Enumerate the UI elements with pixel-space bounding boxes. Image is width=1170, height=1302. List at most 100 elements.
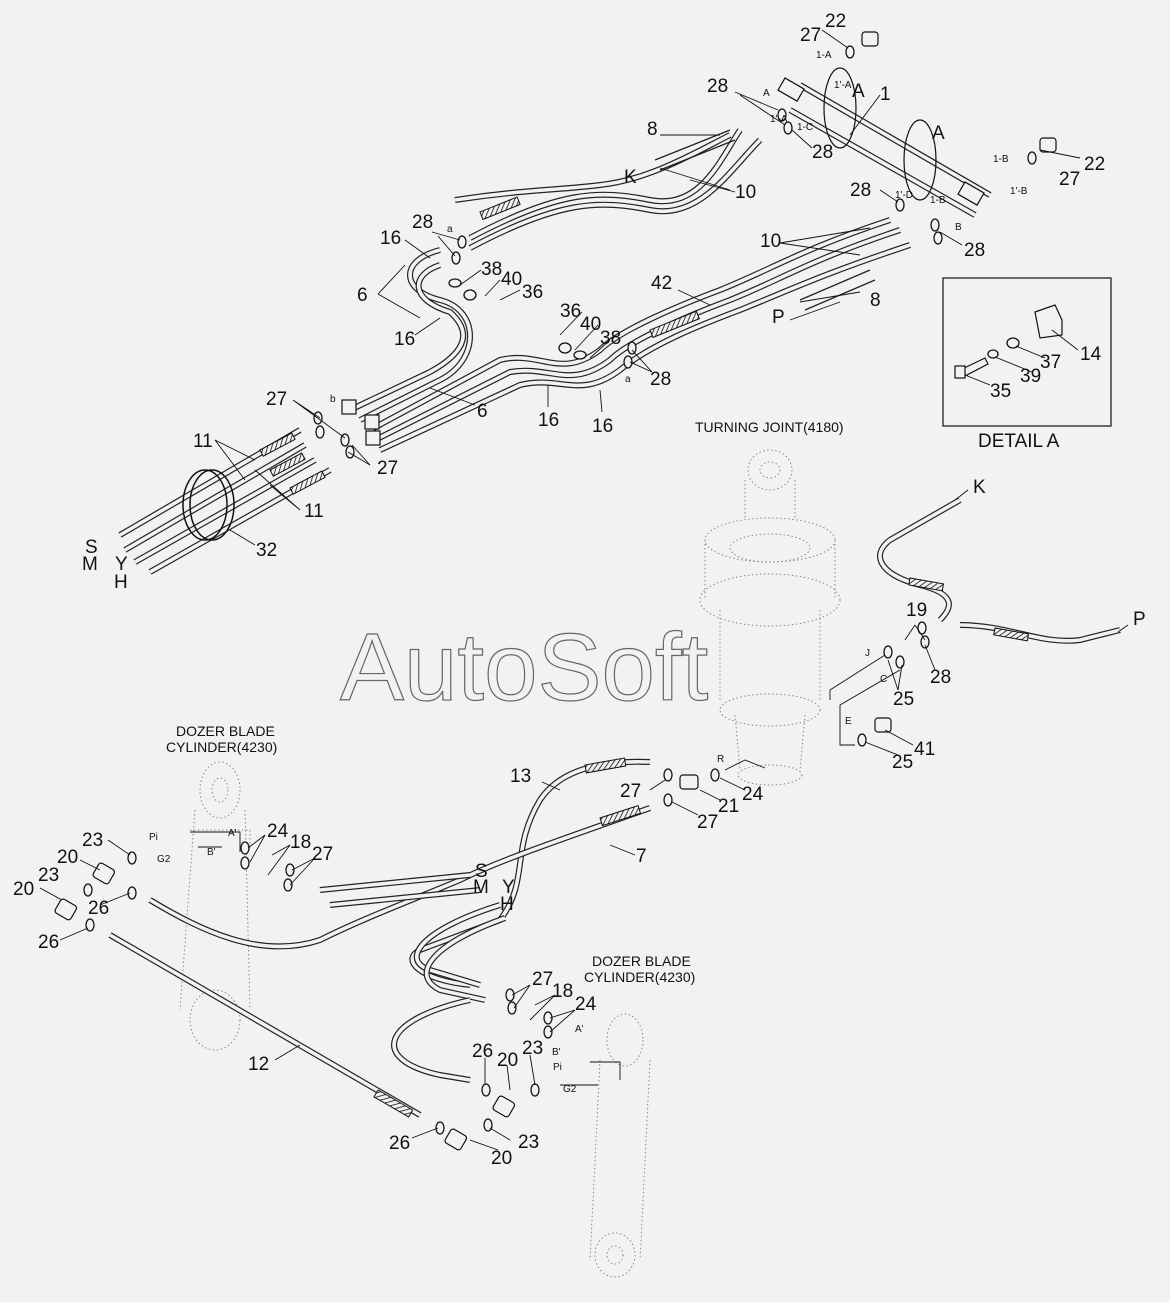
callout-39: 39 xyxy=(1020,366,1041,387)
callout-24-a: 24 xyxy=(742,784,764,805)
callout-27-b: 27 xyxy=(377,458,398,479)
callout-27-f: 27 xyxy=(532,969,553,990)
callout-20-b: 20 xyxy=(13,879,34,900)
leader-lines xyxy=(39,29,1129,1151)
mark-a-lower-upper: a xyxy=(447,224,453,235)
callout-20-d: 20 xyxy=(491,1148,512,1169)
callout-24-c: 24 xyxy=(575,994,597,1015)
callout-42: 42 xyxy=(651,273,672,294)
callout-24-b: 24 xyxy=(267,821,289,842)
callout-22-top: 22 xyxy=(825,11,846,32)
port-label-h-lower: H xyxy=(500,894,514,915)
turning-joint-outline xyxy=(699,449,841,786)
callout-23-a: 23 xyxy=(82,830,103,851)
port-label-p-lower: P xyxy=(1133,609,1146,630)
callout-27-e: 27 xyxy=(312,844,333,865)
callout-11-b: 11 xyxy=(304,501,324,522)
callout-28-a: 28 xyxy=(707,76,728,97)
mark-e: E xyxy=(845,716,852,727)
port-label-y: Y xyxy=(115,554,128,575)
callout-10-right: 10 xyxy=(760,231,781,252)
callout-28-g: 28 xyxy=(930,667,951,688)
callout-26-c: 26 xyxy=(472,1041,493,1062)
callout-12: 12 xyxy=(248,1054,269,1075)
callout-20-c: 20 xyxy=(497,1050,518,1071)
mark-b-prime-top: B' xyxy=(207,847,216,858)
callout-41: 41 xyxy=(914,739,935,760)
callout-38-a: 38 xyxy=(481,259,502,280)
callout-28-f: 28 xyxy=(650,369,671,390)
dozer-cylinder-caption-bottom-2: CYLINDER(4230) xyxy=(584,969,695,985)
part-number-callouts: 22 27 28 1 8 28 22 27 10 28 28 16 10 28 … xyxy=(13,11,1105,1169)
callout-28-e: 28 xyxy=(964,240,985,261)
callout-18-a: 18 xyxy=(290,832,311,853)
port-label-h: H xyxy=(114,572,128,593)
mark-b-prime-bottom: B' xyxy=(552,1047,561,1058)
callout-27-right: 27 xyxy=(1059,169,1080,190)
callout-40-a: 40 xyxy=(501,269,522,290)
port-label-p-upper: P xyxy=(772,307,785,328)
mark-a-prime-bottom: A' xyxy=(575,1024,584,1035)
callout-38-b: 38 xyxy=(600,328,621,349)
mark-1pd: 1'-D xyxy=(895,190,913,201)
callout-37: 37 xyxy=(1040,352,1061,373)
mark-a-lower-mid: a xyxy=(625,374,631,385)
callout-23-c: 23 xyxy=(522,1038,543,1059)
callout-6-a: 6 xyxy=(357,285,368,306)
port-label-m-lower: M xyxy=(473,877,489,898)
mark-pi-bottom: Pi xyxy=(553,1062,562,1073)
callout-7: 7 xyxy=(636,846,647,867)
callout-40-b: 40 xyxy=(580,314,601,335)
callout-25-b: 25 xyxy=(892,752,913,773)
callout-21: 21 xyxy=(718,796,739,817)
mark-b-lower: b xyxy=(330,394,336,405)
dozer-cylinder-caption-top-1: DOZER BLADE xyxy=(176,723,275,739)
callout-22-right: 22 xyxy=(1084,154,1105,175)
section-label-a-2: A xyxy=(932,123,945,144)
callout-16-b: 16 xyxy=(394,329,415,350)
callout-28-b: 28 xyxy=(812,142,833,163)
callout-19: 19 xyxy=(906,600,927,621)
detail-a-caption: DETAIL A xyxy=(978,431,1060,452)
callout-27-c: 27 xyxy=(620,781,641,802)
callout-16-c: 16 xyxy=(538,410,559,431)
o-rings xyxy=(83,45,1037,1135)
callout-35: 35 xyxy=(990,381,1011,402)
callout-25-a: 25 xyxy=(893,689,914,710)
callout-1: 1 xyxy=(880,84,891,105)
callout-27-a: 27 xyxy=(266,389,287,410)
callout-14: 14 xyxy=(1080,344,1102,365)
mark-1pa: 1'-A xyxy=(770,114,788,125)
callout-28-c: 28 xyxy=(850,180,871,201)
mark-g2-bottom: G2 xyxy=(563,1084,577,1095)
watermark: AutoSoft xyxy=(340,614,708,721)
callout-36-b: 36 xyxy=(560,301,581,322)
mark-1pb: 1'-B xyxy=(1010,186,1028,197)
mark-1c: 1-C xyxy=(797,122,813,133)
callout-20-a: 20 xyxy=(57,847,78,868)
mark-1b-lower: 1-B xyxy=(930,195,946,206)
callout-32: 32 xyxy=(256,540,277,561)
section-label-a-1: A xyxy=(852,81,865,102)
dozer-cylinder-right-outline xyxy=(589,1013,651,1278)
callout-10-top: 10 xyxy=(735,182,756,203)
mark-c: C xyxy=(880,674,887,685)
callout-36-a: 36 xyxy=(522,282,543,303)
detail-a-inset xyxy=(942,277,1112,427)
mark-g2-top: G2 xyxy=(157,854,171,865)
callout-11-a: 11 xyxy=(193,431,213,452)
mark-1a: 1-A xyxy=(816,50,832,61)
callout-26-a: 26 xyxy=(88,898,109,919)
callout-13: 13 xyxy=(510,766,531,787)
mark-r: R xyxy=(717,754,724,765)
mark-a-prime-top: A' xyxy=(228,828,237,839)
mark-pi-top: Pi xyxy=(149,832,158,843)
mark-a-port: A xyxy=(763,88,770,99)
callout-27-top: 27 xyxy=(800,25,821,46)
dozer-cylinder-caption-bottom-1: DOZER BLADE xyxy=(592,953,691,969)
callout-16-a: 16 xyxy=(380,228,401,249)
mark-1pa-top: 1'-A xyxy=(834,80,852,91)
callout-26-b: 26 xyxy=(38,932,59,953)
port-label-y-lower: Y xyxy=(502,877,515,898)
